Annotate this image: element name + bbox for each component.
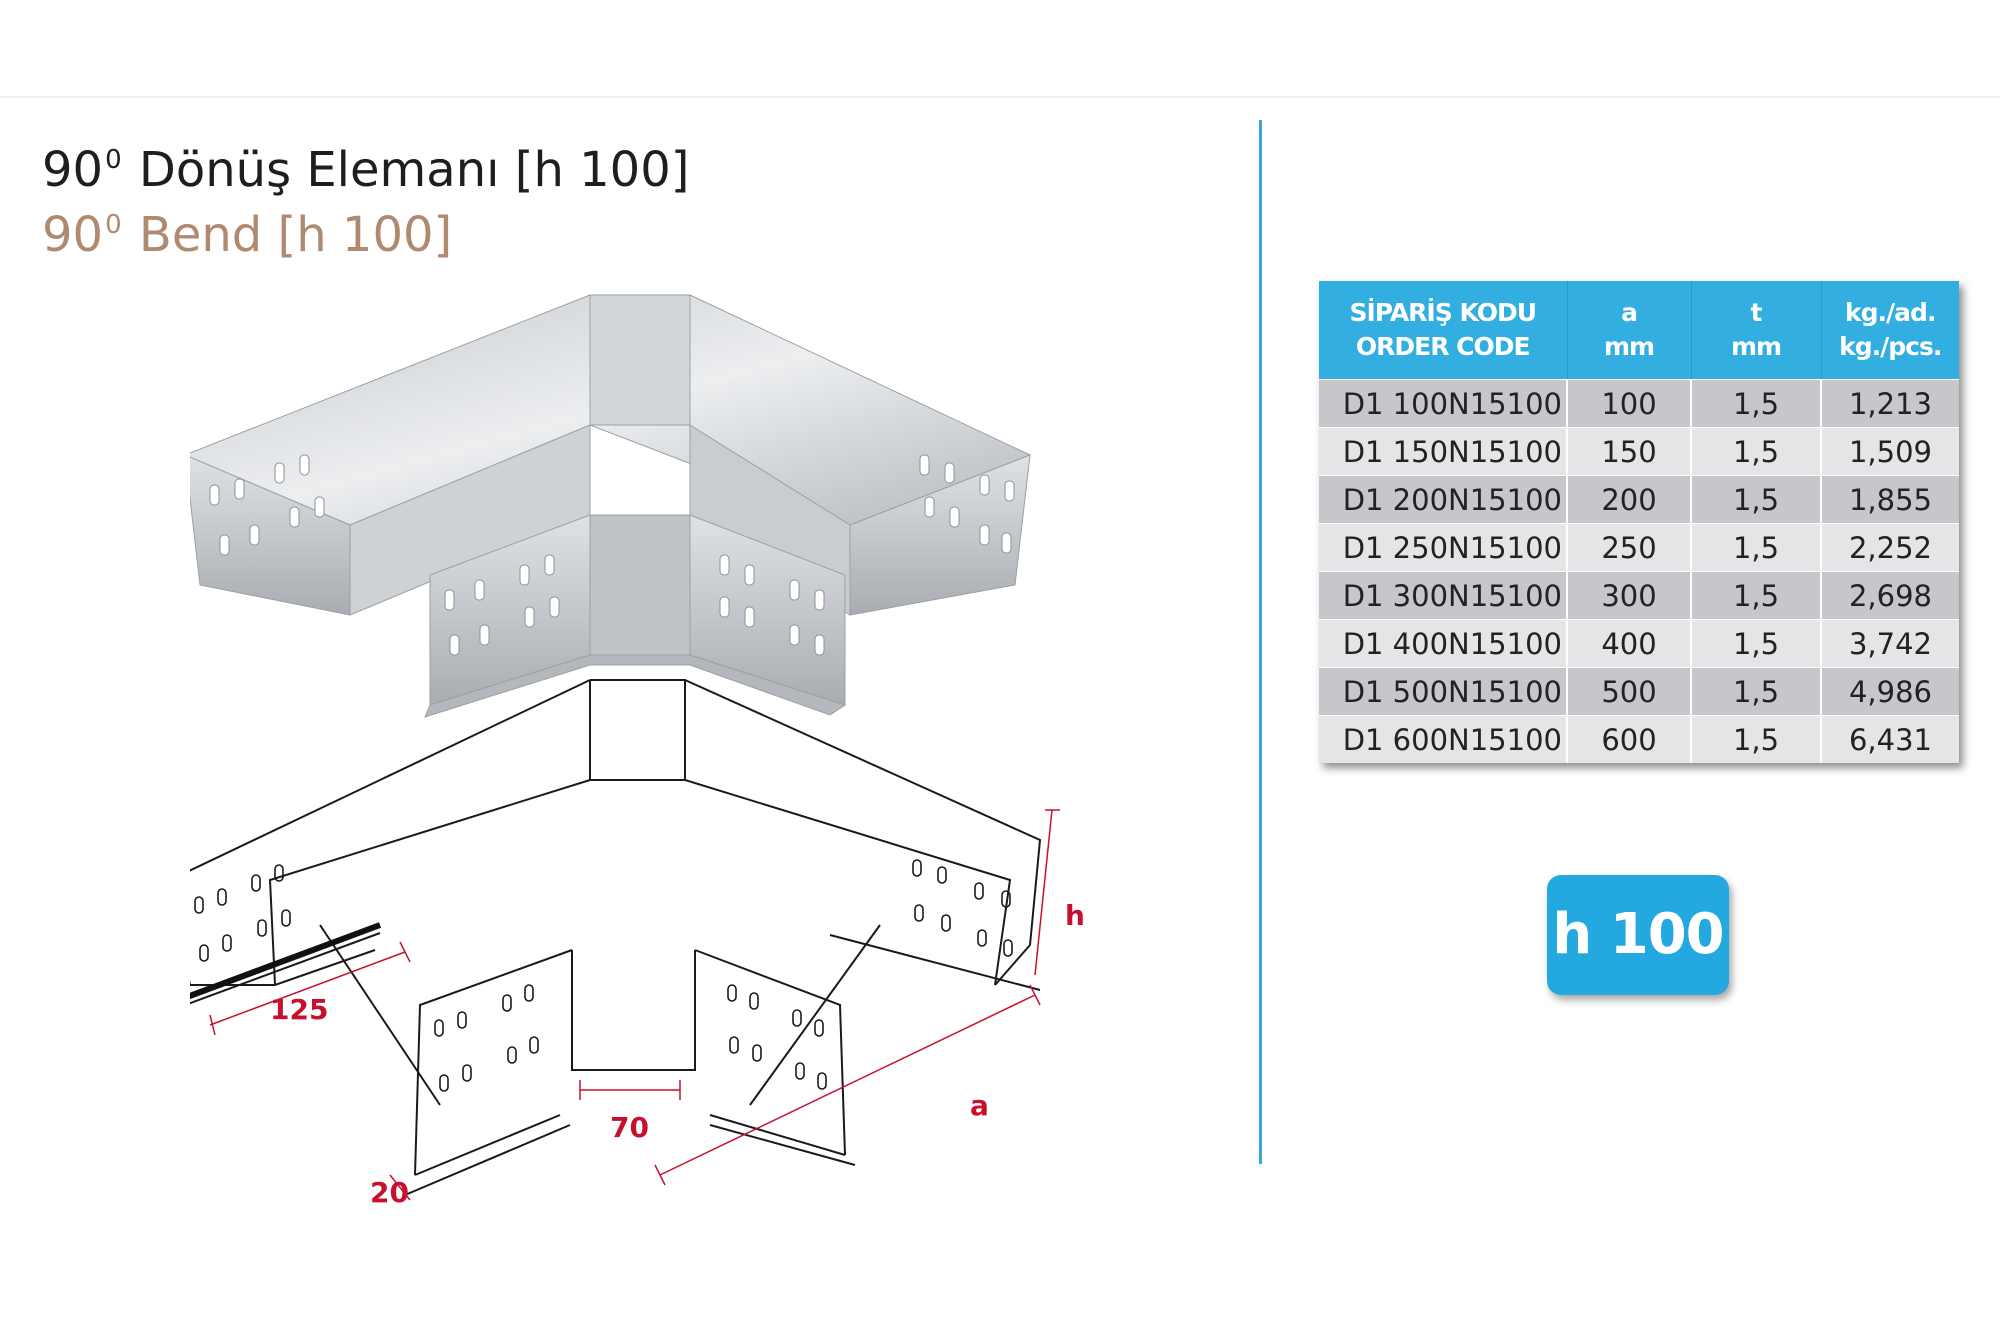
product-drawing: 125 70 20 a h [190, 294, 1085, 1209]
a-cell: 500 [1566, 667, 1691, 716]
bend-3d-render [190, 294, 1032, 718]
a-cell: 100 [1566, 379, 1691, 428]
title-english: 900 Bend [h 100] [42, 205, 452, 273]
order-code-cell: D1 500N15100 [1319, 667, 1567, 716]
order-code-cell: D1 150N15100 [1319, 427, 1567, 476]
t-cell: 1,5 [1690, 571, 1821, 620]
weight-cell: 2,252 [1820, 523, 1959, 572]
weight-cell: 1,855 [1820, 475, 1959, 524]
t-cell: 1,5 [1690, 619, 1821, 668]
t-cell: 1,5 [1690, 427, 1821, 476]
a-cell: 300 [1566, 571, 1691, 620]
t-cell: 1,5 [1690, 475, 1821, 524]
degree-mark: 0 [105, 145, 122, 175]
a-cell: 250 [1566, 523, 1691, 572]
dimension-a: a [970, 1089, 989, 1122]
degree-mark: 0 [105, 210, 122, 240]
col-header-weight: kg./ad.kg./pcs. [1820, 281, 1959, 380]
t-cell: 1,5 [1690, 667, 1821, 716]
dimension-70: 70 [610, 1111, 649, 1144]
weight-cell: 1,509 [1820, 427, 1959, 476]
dimension-h: h [1065, 899, 1085, 932]
title-turkish: 900 Dönüş Elemanı [h 100] [42, 140, 689, 208]
weight-cell: 1,213 [1820, 379, 1959, 428]
header-rule [0, 96, 2000, 98]
weight-cell: 2,698 [1820, 571, 1959, 620]
a-cell: 400 [1566, 619, 1691, 668]
weight-cell: 3,742 [1820, 619, 1959, 668]
t-cell: 1,5 [1690, 523, 1821, 572]
title-en-text: Bend [h 100] [138, 207, 453, 263]
order-code-cell: D1 250N15100 [1319, 523, 1567, 572]
vertical-divider [1259, 120, 1262, 1164]
order-code-cell: D1 100N15100 [1319, 379, 1567, 428]
order-code-cell: D1 600N15100 [1319, 715, 1567, 763]
a-cell: 600 [1566, 715, 1691, 763]
order-code-cell: D1 400N15100 [1319, 619, 1567, 668]
dimension-lines [209, 809, 1060, 1201]
dimension-20: 20 [370, 1176, 409, 1209]
a-cell: 150 [1566, 427, 1691, 476]
title-en-number: 90 [42, 207, 104, 263]
order-code-cell: D1 300N15100 [1319, 571, 1567, 620]
dimension-125: 125 [270, 993, 328, 1026]
title-tr-text: Dönüş Elemanı [h 100] [138, 142, 690, 198]
height-badge: h 100 [1547, 875, 1729, 995]
weight-cell: 4,986 [1820, 667, 1959, 716]
order-code-cell: D1 200N15100 [1319, 475, 1567, 524]
title-tr-number: 90 [42, 142, 104, 198]
weight-cell: 6,431 [1820, 715, 1959, 763]
bend-line-drawing [190, 679, 1042, 1196]
a-cell: 200 [1566, 475, 1691, 524]
t-cell: 1,5 [1690, 715, 1821, 763]
t-cell: 1,5 [1690, 379, 1821, 428]
